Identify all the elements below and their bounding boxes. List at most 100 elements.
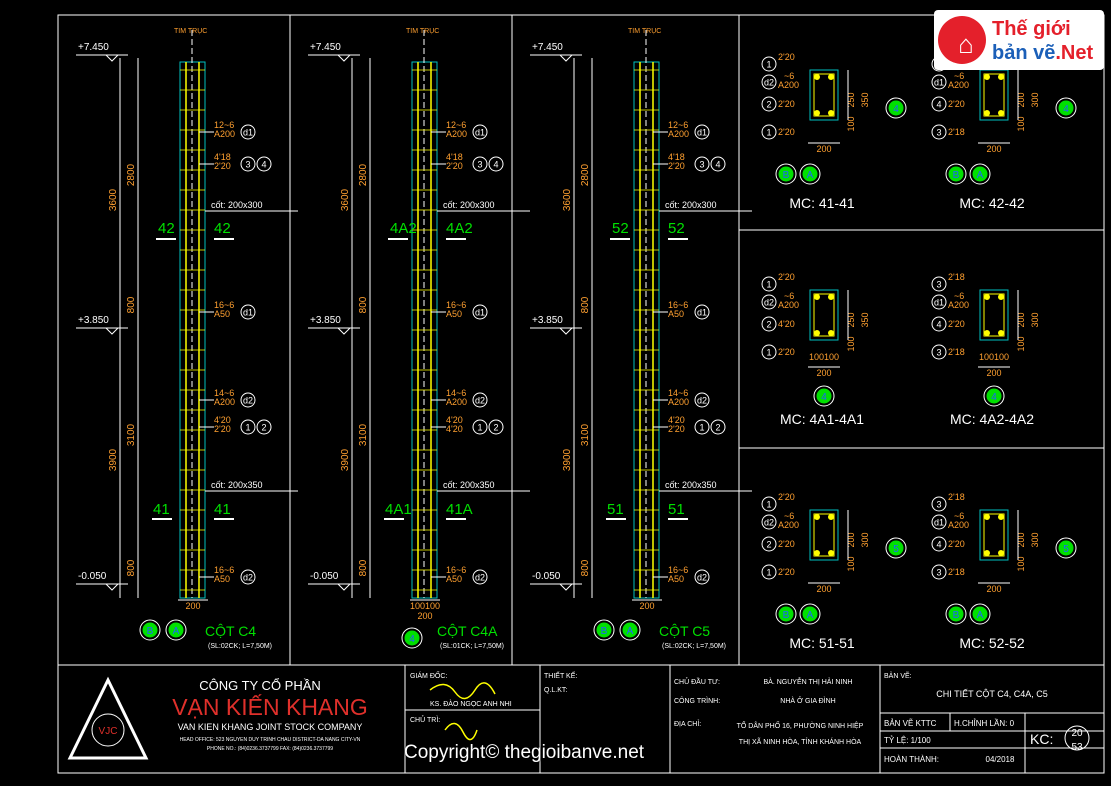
section-3-stirrup [813, 293, 835, 337]
column-1-note-bubble-2-ring [240, 304, 256, 320]
column-2-note-bubble-2: d1 [475, 308, 485, 318]
column-2-note-bubble-0-ring [472, 124, 488, 140]
column-1-level-marker-0 [104, 54, 120, 62]
section-6-bubble-1: d1 [934, 518, 944, 528]
column-1-bubble-bot-b: 2 [261, 423, 266, 433]
section-2-dim-0: 200 [1016, 92, 1026, 107]
section-5-outline [809, 509, 839, 561]
section-6-title: MC: 52-52 [959, 635, 1025, 651]
section-3-bubble-2-ring [761, 316, 777, 332]
section-4-label-1: ~6 [954, 291, 964, 301]
column-3-bubble-bot-b-ring [710, 419, 726, 435]
column-1-note-5-b: A50 [214, 574, 230, 584]
company-addr: HEAD OFFICE: 523 NGUYEN DUY TRINH CHAU D… [180, 737, 361, 743]
section-3-dim-1: 100 [846, 336, 856, 351]
section-6-bubble-3: 3 [936, 568, 941, 578]
tb-giam-doc: GIÁM ĐỐC: [410, 670, 447, 680]
column-2-width-dim2: 200 [417, 611, 432, 621]
section-6-label-0: 2'18 [948, 492, 965, 502]
section-4-bar-1 [998, 294, 1004, 300]
tb-chinh-lan: H.CHỈNH LẦN: 0 [954, 718, 1015, 728]
section-2-title: MC: 42-42 [959, 195, 1025, 211]
section-2-bar-0 [984, 74, 990, 80]
column-3-dim-total-top: 3600 [562, 188, 573, 211]
section-1-label-2: A200 [778, 80, 799, 90]
section-3-bar-2 [814, 330, 820, 336]
section-2-axis-right-fill [1058, 100, 1074, 116]
column-1-axis-bubble-1: A [173, 626, 180, 637]
column-3-axis-bubble-1: A [627, 626, 634, 637]
section-3-bubble-0: 1 [766, 280, 771, 290]
column-1-bubble-bot-a-ring [240, 419, 256, 435]
column-2-note-5-b: A50 [446, 574, 462, 584]
column-2-note-3-b: A200 [446, 397, 467, 407]
tb-chu-dau-tu: CHỦ ĐẦU TƯ: [674, 676, 720, 686]
column-3-axis-bubble-0-ring [593, 619, 615, 641]
column-3-dim-base: 800 [580, 559, 591, 576]
column-1-note-1-a: 4'18 [214, 152, 231, 162]
section-3-bubble-3-ring [761, 344, 777, 360]
column-2-note-bubble-5-ring [472, 569, 488, 585]
column-2-dim-base: 800 [358, 559, 369, 576]
section-1-axis-right-fill [888, 100, 904, 116]
section-5-bar-0 [814, 514, 820, 520]
section-5-bubble-0-ring [761, 496, 777, 512]
tb-ban-ve: BẢN VẼ: [884, 671, 912, 680]
section-5-bubble-2-ring [761, 536, 777, 552]
section-5-bubble-1-ring [761, 514, 777, 530]
section-1-label-0: 2'20 [778, 52, 795, 62]
section-2-bar-2 [984, 110, 990, 116]
section-3-bar-3 [828, 330, 834, 336]
column-1-level-marker-1 [104, 327, 120, 335]
column-2-subtitle: (SL:01CK; L=7,50M) [440, 643, 504, 650]
column-1-cut-top-right: 42 [214, 220, 231, 237]
section-6-bar-2 [984, 550, 990, 556]
section-6-label-3: 2'20 [948, 539, 965, 549]
section-3-axis-0-fill [816, 388, 832, 404]
section-1-stirrup [813, 73, 835, 117]
column-1-section-top: cốt: 200x300 [211, 200, 263, 210]
logo-line2-b: .Net [1055, 42, 1094, 64]
column-1-note-bubble-5-ring [240, 569, 256, 585]
section-1-outline [809, 69, 839, 121]
section-1-label-1: ~6 [784, 71, 794, 81]
column-3-note-bubble-0: d1 [697, 128, 707, 138]
column-3-width-dim: 200 [639, 601, 654, 611]
section-5-bubble-1: d2 [764, 518, 774, 528]
section-5-dim-2: 300 [860, 532, 870, 547]
column-3-level-marker-1 [558, 327, 574, 335]
column-1-dim-base: 800 [126, 559, 137, 576]
section-5-bar-1 [828, 514, 834, 520]
column-1-note-bubble-0: d1 [243, 128, 253, 138]
column-3-bubble-top-a-ring [694, 156, 710, 172]
tb-ban-ve-val: CHI TIẾT CỘT C4, C4A, C5 [936, 689, 1048, 699]
column-1-note-1-b: 2'20 [214, 161, 231, 171]
section-3-width: 200 [816, 368, 831, 378]
section-1-axis-1: A [807, 170, 814, 181]
column-1-note-bubble-3: d2 [243, 396, 253, 406]
section-6-stirrup [983, 513, 1005, 557]
column-3-cut-bot-left: 51 [607, 501, 624, 518]
section-4-label-2: A200 [948, 300, 969, 310]
section-5-bubble-3: 1 [766, 568, 771, 578]
section-4-bubble-1: d1 [934, 298, 944, 308]
section-1-bubble-0-ring [761, 56, 777, 72]
section-5-bubble-3-ring [761, 564, 777, 580]
site-logo[interactable]: ⌂ Thế giới bản vẽ.Net [934, 10, 1104, 70]
section-3-bubble-2: 2 [766, 320, 771, 330]
section-2-dim-1: 100 [1016, 116, 1026, 131]
section-6-label-1: ~6 [954, 511, 964, 521]
section-1-axis-1-ring [799, 163, 821, 185]
section-5-label-2: A200 [778, 520, 799, 530]
section-1-bar-0 [814, 74, 820, 80]
section-3-label-1: ~6 [784, 291, 794, 301]
section-2-bubble-3: 3 [936, 128, 941, 138]
section-6-dim-0: 200 [1016, 532, 1026, 547]
column-2-bubble-bot-a: 1 [477, 423, 482, 433]
section-5-bubble-2: 2 [766, 540, 771, 550]
column-2-note-1-b: 2'20 [446, 161, 463, 171]
section-6-width: 200 [986, 584, 1001, 594]
section-3-label-3: 4'20 [778, 319, 795, 329]
